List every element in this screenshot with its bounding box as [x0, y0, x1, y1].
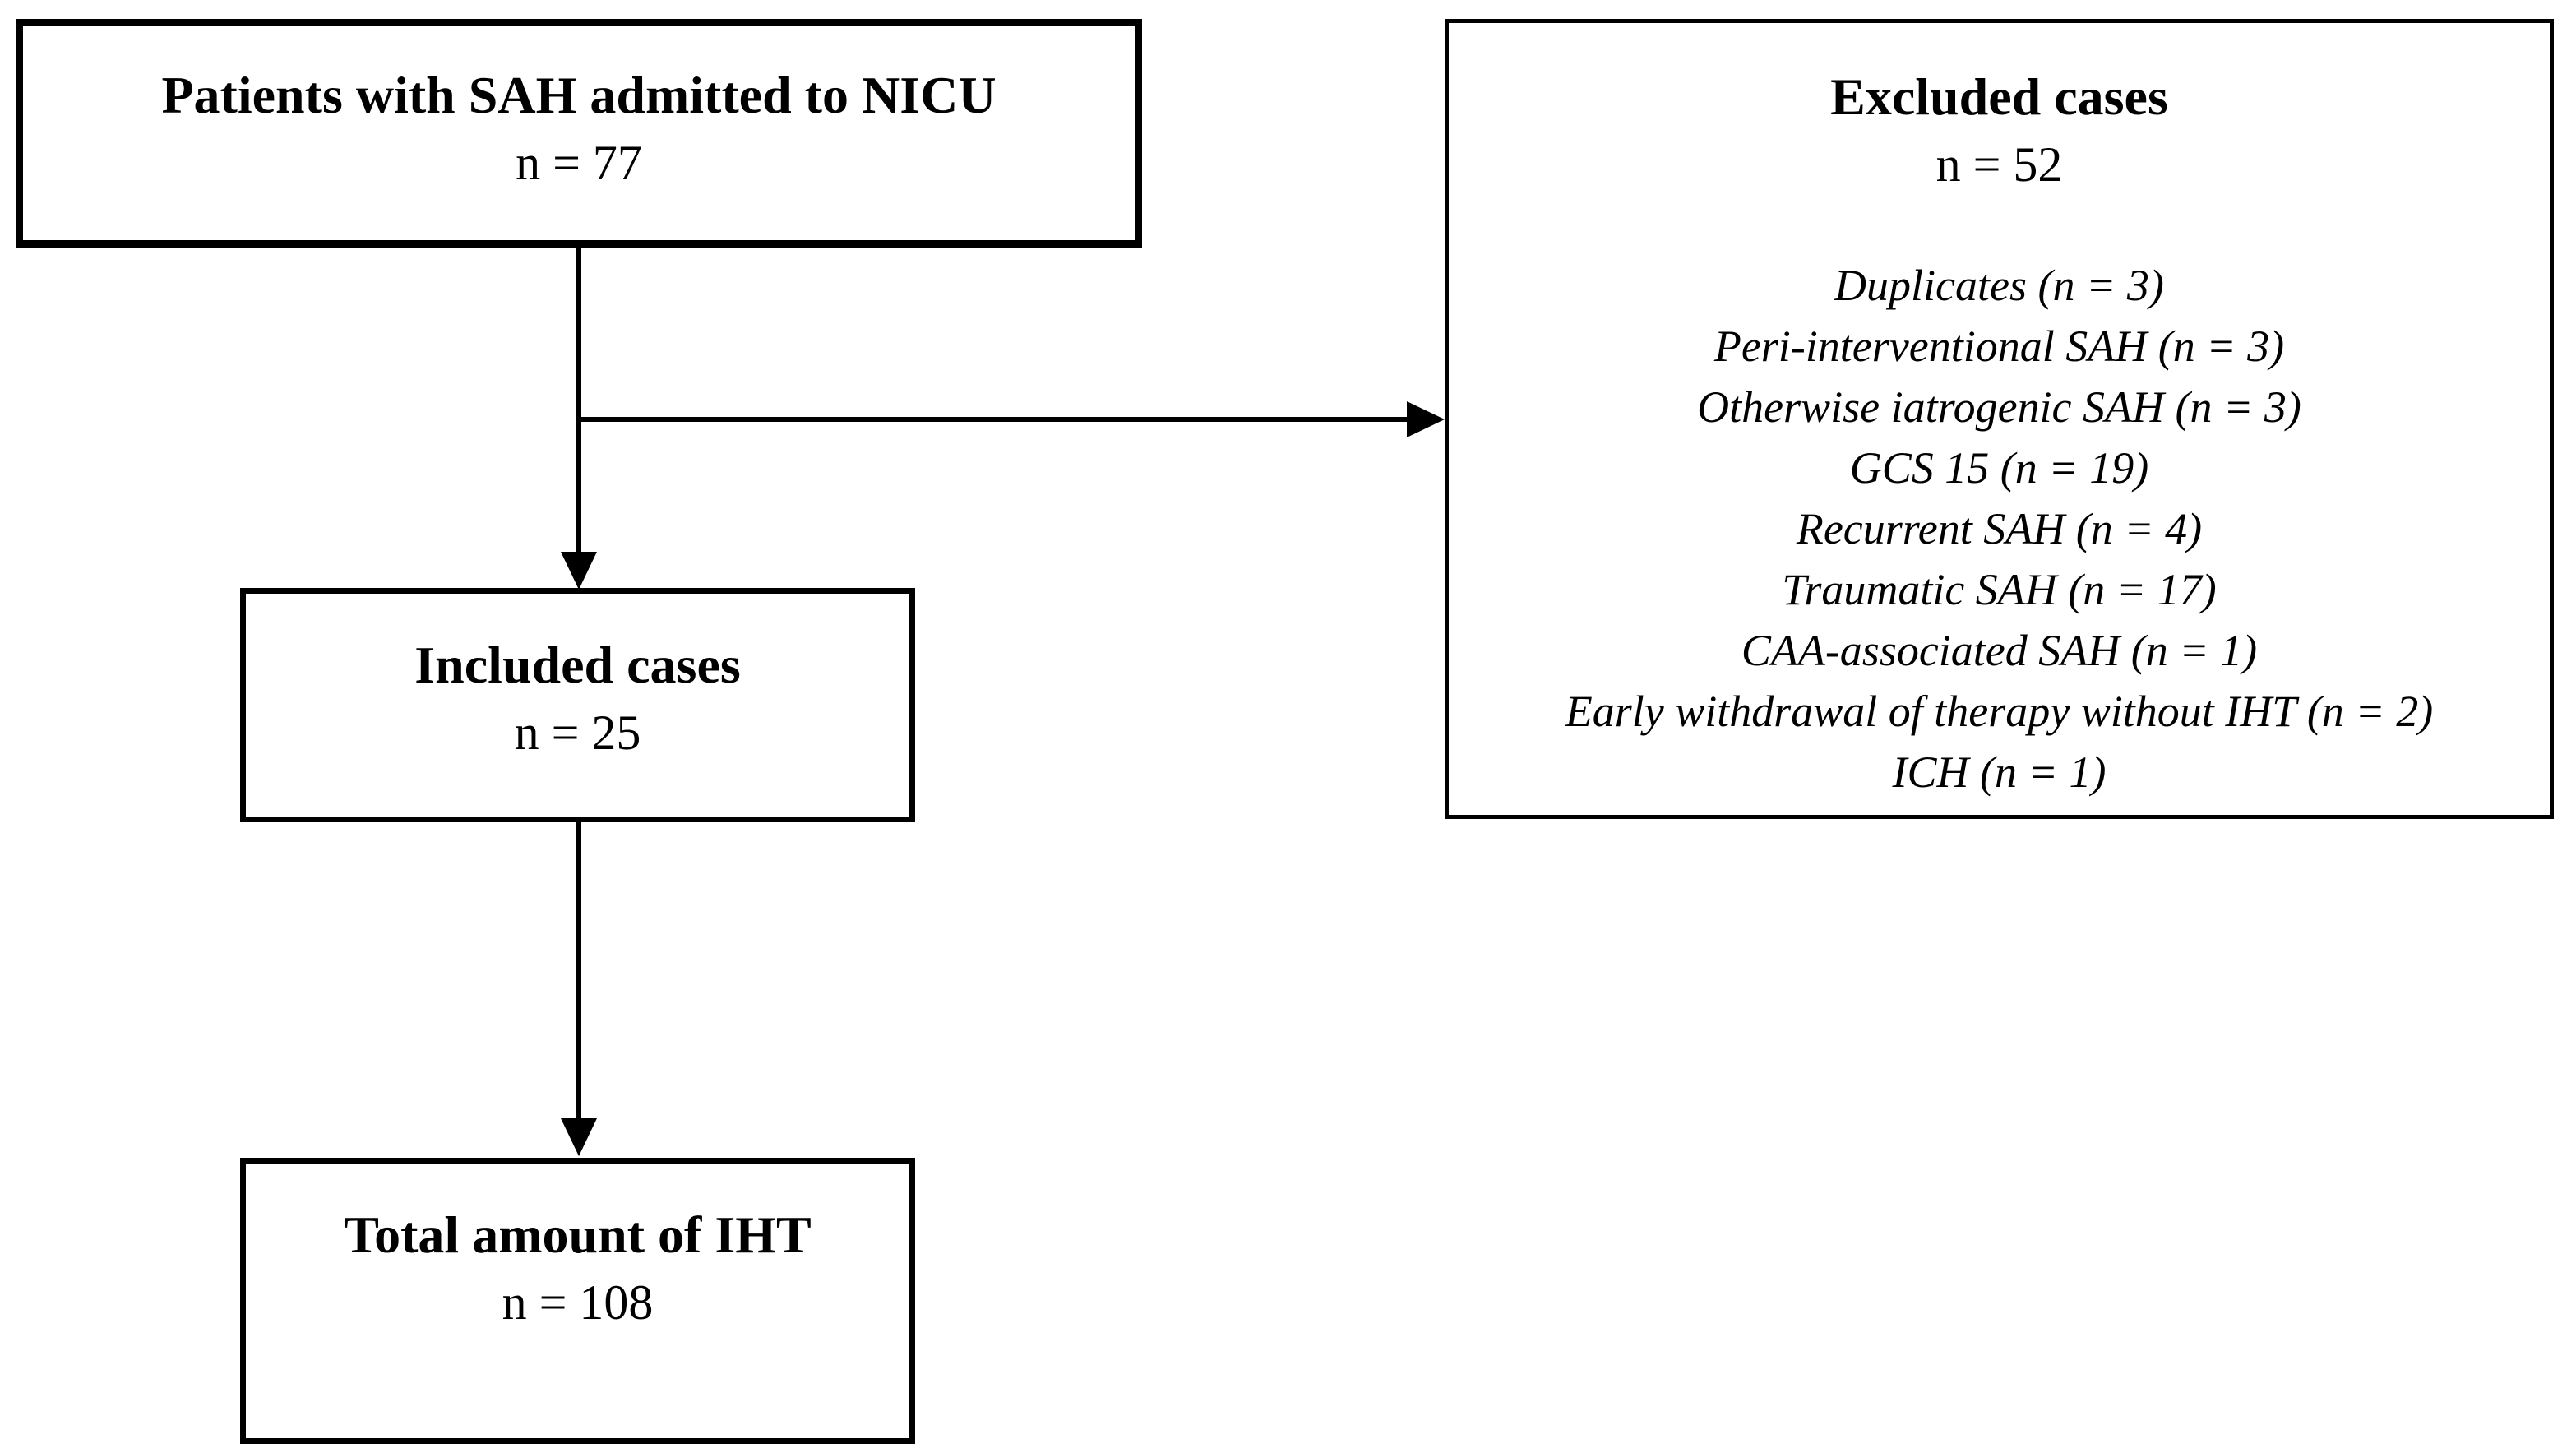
box-patients-count: n = 77 [516, 136, 642, 190]
box-included-cases: Included cases n = 25 [240, 588, 915, 822]
arrow-right-icon [1407, 401, 1445, 437]
box-total-count: n = 108 [502, 1275, 654, 1330]
connector-line-patients-to-included [576, 248, 581, 553]
excluded-reason: Early withdrawal of therapy without IHT … [1565, 687, 2434, 736]
arrow-down-icon [561, 1118, 597, 1156]
box-total-iht: Total amount of IHT n = 108 [240, 1158, 915, 1444]
arrow-down-icon [561, 552, 597, 590]
box-included-title: Included cases [414, 636, 741, 694]
excluded-reason: Peri-interventional SAH (n = 3) [1713, 322, 2285, 371]
connector-line-branch-to-excluded [576, 417, 1410, 422]
box-patients-title: Patients with SAH admitted to NICU [161, 66, 997, 124]
excluded-reason: Recurrent SAH (n = 4) [1796, 504, 2203, 553]
excluded-reason: Traumatic SAH (n = 17) [1782, 565, 2217, 614]
box-patients-sah: Patients with SAH admitted to NICU n = 7… [16, 19, 1142, 248]
excluded-reason: Duplicates (n = 3) [1834, 261, 2164, 310]
excluded-reason: Otherwise iatrogenic SAH (n = 3) [1697, 382, 2301, 432]
excluded-reason: CAA-associated SAH (n = 1) [1741, 626, 2258, 675]
box-excluded-cases: Excluded cases n = 52 Duplicates (n = 3)… [1445, 19, 2554, 819]
excluded-reason-list: Duplicates (n = 3) Peri-interventional S… [1565, 255, 2433, 803]
box-total-title: Total amount of IHT [344, 1205, 812, 1264]
excluded-reason: GCS 15 (n = 19) [1849, 443, 2149, 493]
box-excluded-count: n = 52 [1935, 137, 2063, 192]
box-excluded-title: Excluded cases [1830, 67, 2168, 126]
connector-line-included-to-total [576, 822, 581, 1120]
box-included-count: n = 25 [514, 706, 641, 760]
excluded-reason: ICH (n = 1) [1892, 747, 2107, 797]
